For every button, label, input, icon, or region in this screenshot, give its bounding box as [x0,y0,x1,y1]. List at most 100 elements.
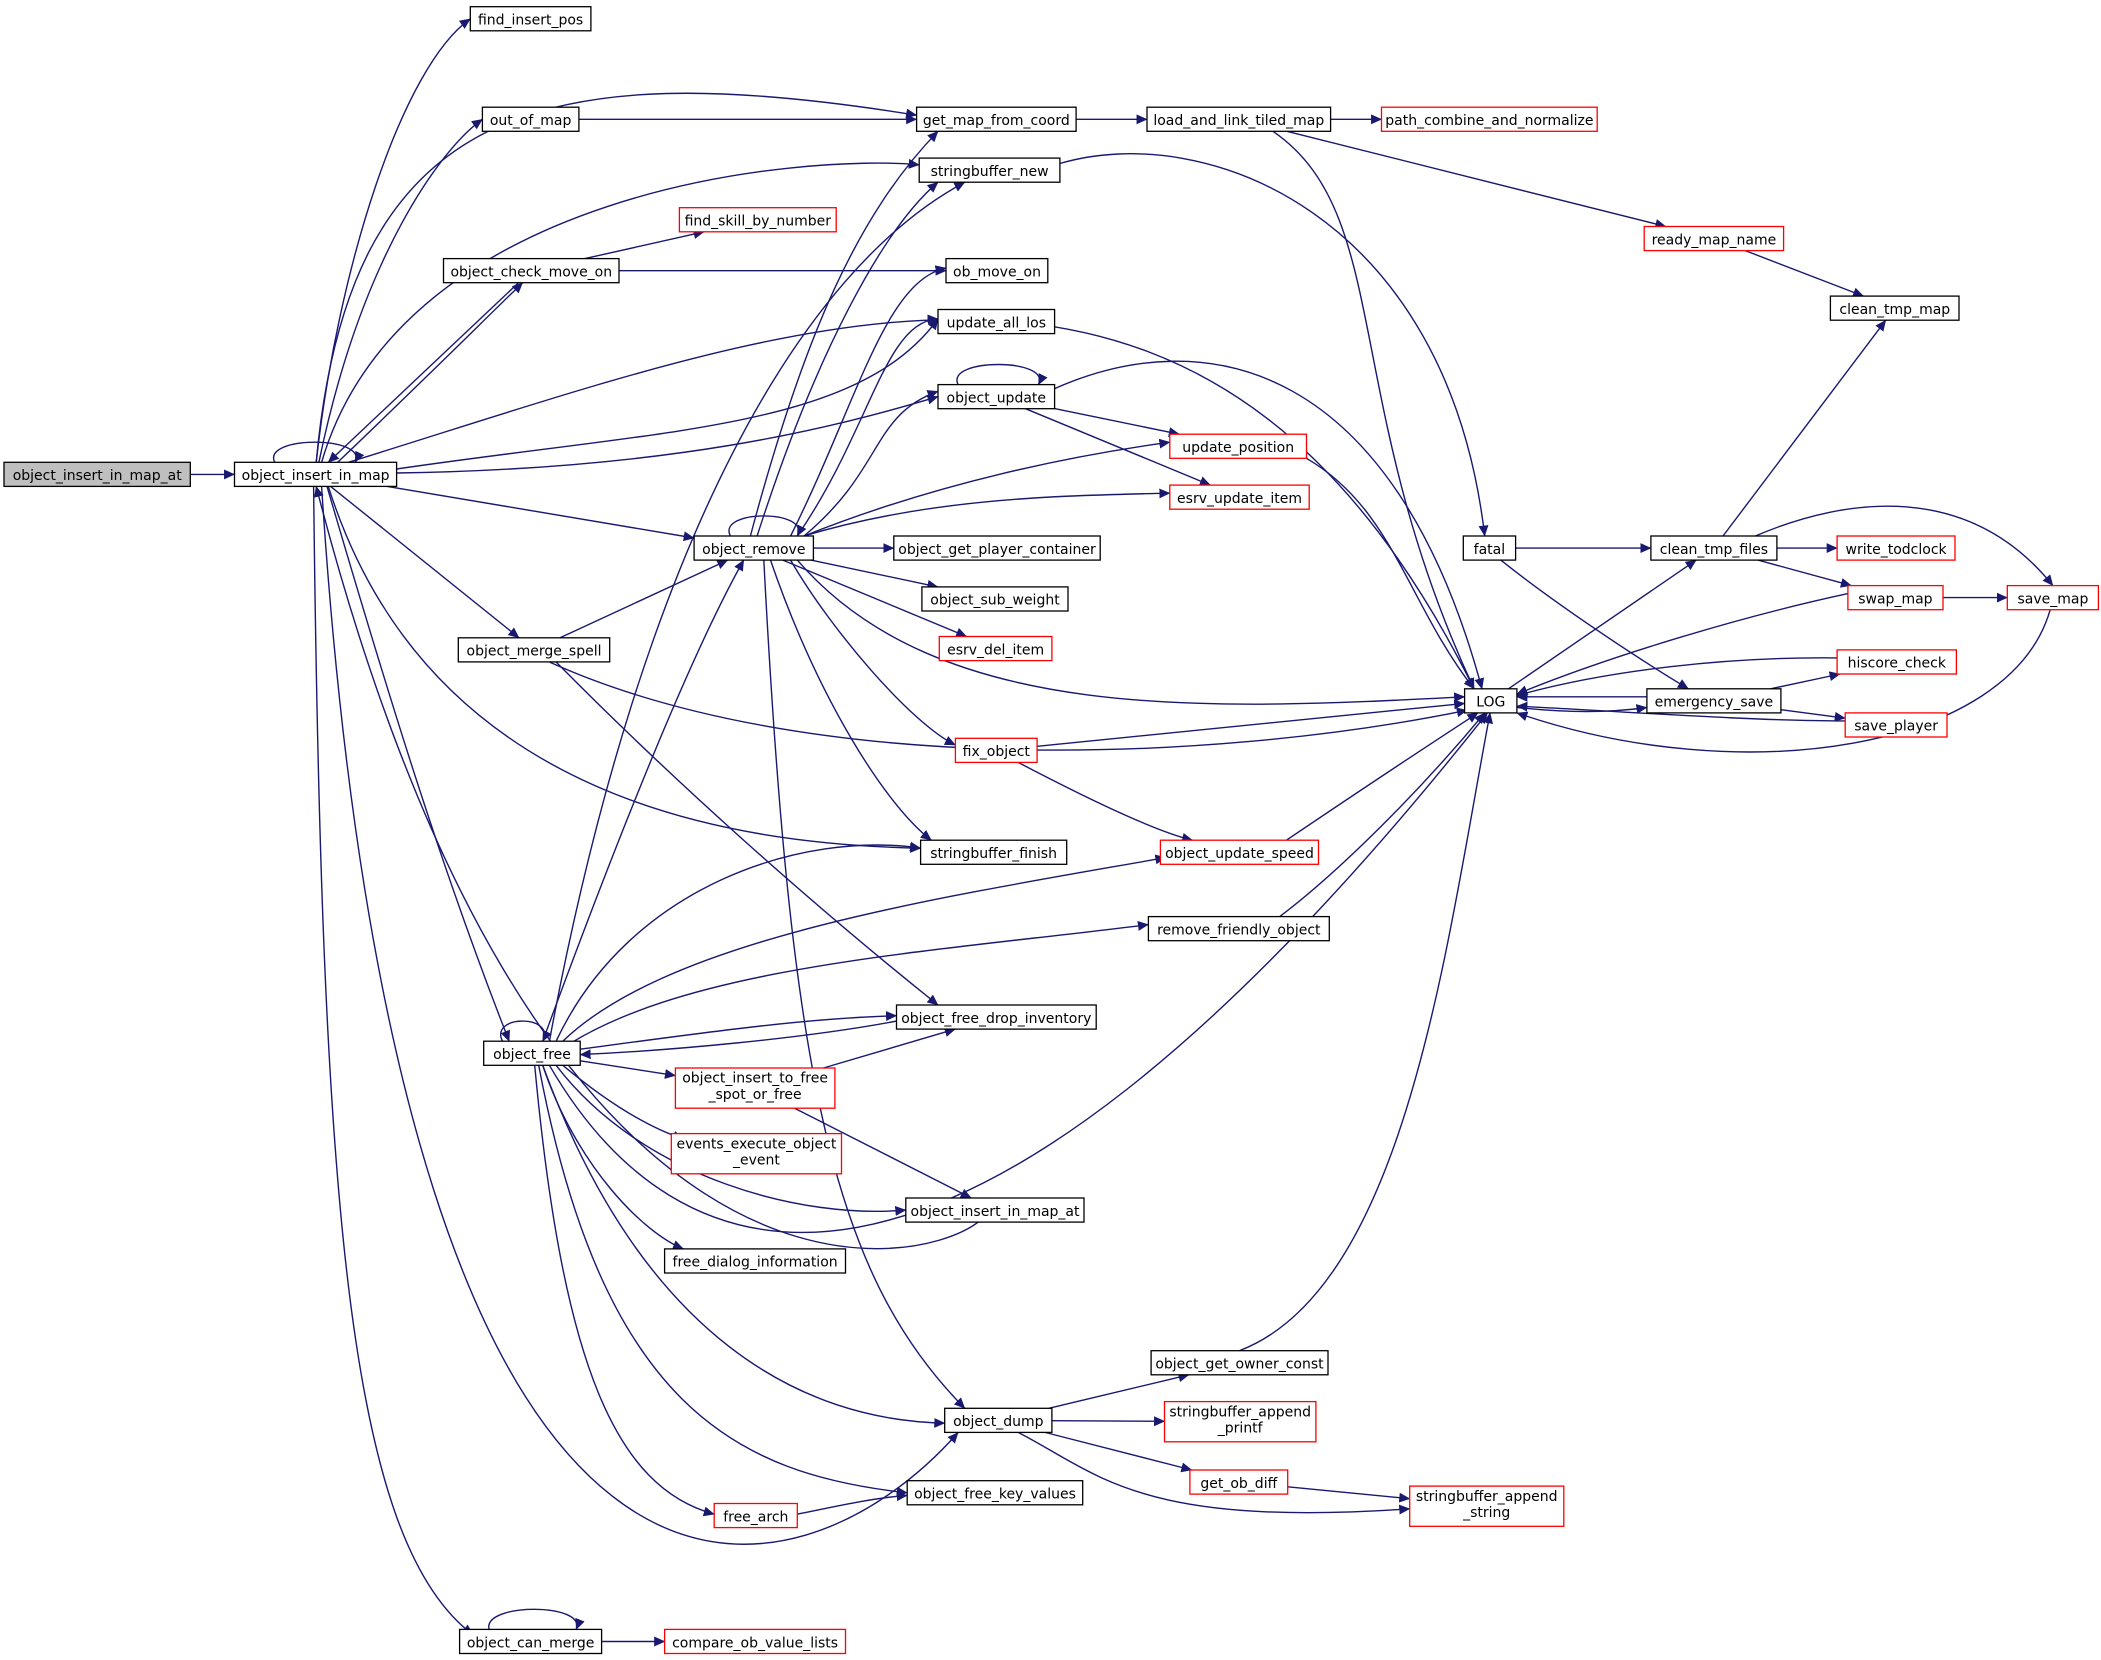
node-label: object_remove [702,542,805,558]
edge-emergency_save-to-hiscore_check [1770,671,1841,690]
node-get-player-container[interactable]: object_get_player_container [893,535,1101,561]
edge-object_update-to-update_position [1054,407,1180,437]
node-can-merge[interactable]: object_can_merge [458,1628,603,1655]
edge-object_update-to-log [1054,360,1485,690]
node-label: object_get_player_container [898,542,1096,558]
node-sb-finish[interactable]: stringbuffer_finish [919,839,1068,865]
node-box [944,1407,1053,1434]
node-update-position[interactable]: update_position [1169,433,1308,459]
edge-object_remove-to-object_update [803,390,939,537]
node-update-all-los[interactable]: update_all_los [937,308,1056,335]
node-box [1836,649,1958,675]
node-box [3,461,191,488]
node-clean-tmp-map[interactable]: clean_tmp_map [1829,295,1960,321]
edge-insert_in_map-to-check_move_on [337,282,524,463]
node-events-execute[interactable]: events_execute_object_event [670,1132,843,1175]
node-box [1146,106,1332,132]
node-free-drop-inv[interactable]: object_free_drop_inventory [895,1004,1097,1030]
node-merge-spell[interactable]: object_merge_spell [457,637,611,663]
node-load-and-link[interactable]: load_and_link_tiled_map [1146,106,1332,132]
node-fatal[interactable]: fatal [1462,535,1517,561]
node-box [915,106,1077,132]
node-free-dialog[interactable]: free_dialog_information [663,1248,847,1274]
node-box [1646,688,1782,714]
edge-check_move_on-to-insert_in_map [327,282,519,463]
node-label: path_combine_and_normalize [1385,113,1593,129]
edge-object_remove-to-esrv_update_item [803,488,1171,537]
node-esrv-del-item[interactable]: esrv_del_item [938,635,1053,662]
node-box [663,1628,847,1655]
edge-object_remove-to-sb_finish [769,559,932,841]
node-object-free[interactable]: object_free [483,1040,581,1066]
node-box [1463,688,1518,714]
node-check-move-on[interactable]: object_check_move_on [442,257,620,284]
node-box [469,6,592,32]
node-ob-move-on[interactable]: ob_move_on [945,257,1049,284]
node-write-todclock[interactable]: write_todclock [1836,535,1956,561]
node-stringbuffer-new[interactable]: stringbuffer_new [918,157,1061,183]
node-label: object_can_merge [467,1635,595,1651]
node-find-skill[interactable]: find_skill_by_number [678,207,837,233]
node-label: out_of_map [490,113,572,129]
node-sb-append-printf[interactable]: stringbuffer_append_printf [1163,1400,1317,1443]
edge-merge_spell-to-object_remove [559,559,729,639]
node-object-dump[interactable]: object_dump [944,1407,1053,1434]
node-insert-to-free[interactable]: object_insert_to_free_spot_or_free [674,1067,836,1109]
node-find-insert-pos[interactable]: find_insert_pos [469,6,592,32]
edge-object_remove-to-object_dump [763,560,966,1409]
node-box [1163,1400,1317,1443]
edge-object_remove-to-stringbuffer_new [756,181,939,537]
node-hiscore-check[interactable]: hiscore_check [1836,649,1958,675]
node-clean-tmp-files[interactable]: clean_tmp_files [1650,535,1778,561]
node-save-player[interactable]: save_player [1844,712,1948,738]
node-swap-map[interactable]: swap_map [1847,584,1944,611]
edge-insert_in_map-to-update_all_los [396,318,939,470]
node-box [937,383,1056,410]
node-insert-in-map-at2[interactable]: object_insert_in_map_at [905,1197,1085,1223]
edge-insert_to_free-to-free_drop_inv [823,1027,956,1069]
node-insert-in-map[interactable]: object_insert_in_map [233,461,398,488]
edge-clean_tmp_files-to-swap_map [1757,559,1852,588]
node-label: LOG [1476,695,1505,711]
node-free-arch[interactable]: free_arch [713,1502,798,1529]
edge-ready_map_name-to-clean_tmp_map [1744,249,1865,297]
node-esrv-update-item[interactable]: esrv_update_item [1169,484,1310,510]
node-save-map[interactable]: save_map [2006,584,2100,611]
node-ready-map-name[interactable]: ready_map_name [1643,225,1785,252]
node-emergency-save[interactable]: emergency_save [1646,688,1782,714]
node-label: object_dump [953,1414,1044,1430]
node-get-map-from-coord[interactable]: get_map_from_coord [915,106,1077,132]
node-log[interactable]: LOG [1463,688,1518,714]
edge-object_remove-to-sub_weight [810,559,939,590]
edge-object_free-to-stringbuffer_new [548,181,966,1042]
node-get-ob-diff[interactable]: get_ob_diff [1189,1469,1289,1495]
node-box [919,839,1068,865]
edge-insert_in_map-to-sb_finish [327,486,922,853]
edge-object_remove-to-fix_object [789,559,956,746]
node-object-remove[interactable]: object_remove [693,535,815,561]
edge-object_remove-to-log [796,559,1466,705]
node-label: write_todclock [1846,542,1948,558]
edge-object_dump-to-get_owner_const [1048,1372,1190,1409]
node-sb-append-string[interactable]: stringbuffer_append_string [1409,1485,1565,1527]
edge-object_free-to-free_arch [534,1065,715,1517]
node-box [1829,295,1960,321]
node-free-key-values[interactable]: object_free_key_values [906,1480,1084,1506]
node-box [233,461,398,488]
node-label: events_execute_object [676,1136,836,1152]
node-layer: object_insert_in_map_at object_insert_in_… [3,6,2100,1655]
node-sub-weight[interactable]: object_sub_weight [921,586,1069,612]
node-path-combine[interactable]: path_combine_and_normalize [1380,106,1598,132]
edge-fatal-to-emergency_save [1500,559,1689,690]
node-update-speed[interactable]: object_update_speed [1159,839,1320,865]
node-compare-ob-value-lists[interactable]: compare_ob_value_lists [663,1628,847,1655]
node-remove-friendly[interactable]: remove_friendly_object [1147,915,1330,942]
edge-swap_map-to-log [1516,592,1849,695]
node-object-update[interactable]: object_update [937,383,1056,410]
node-fix-object[interactable]: fix_object [954,737,1038,764]
node-get-owner-const[interactable]: object_get_owner_const [1150,1350,1329,1376]
edge-layer [190,18,2054,1647]
node-out-of-map[interactable]: out_of_map [481,106,580,132]
node-box [713,1502,798,1529]
